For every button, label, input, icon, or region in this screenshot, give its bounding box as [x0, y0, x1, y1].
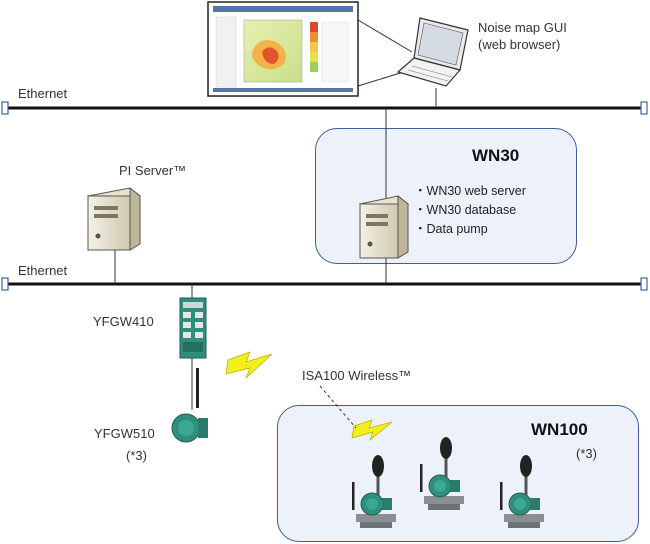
wn100-transmitter-3 [499, 454, 545, 529]
top-ethernet-label: Ethernet [18, 86, 68, 101]
laptop-icon [396, 17, 469, 87]
adapter-note: (*3) [126, 448, 147, 463]
pi-server-label: PI Server™ [119, 163, 187, 178]
adapter-icon [171, 368, 208, 443]
bottom-ethernet-label: Ethernet [18, 263, 68, 278]
wn30-title: WN30 [472, 146, 520, 165]
wn100-note: (*3) [576, 446, 597, 461]
browser-screenshot [207, 1, 359, 97]
bottom-bus-left-end [1, 277, 9, 291]
wn30-item-web-server: WN30 web server [414, 182, 526, 201]
bottom-bus-right-end [640, 277, 648, 291]
top-bus-left-end [1, 101, 9, 115]
wn100-transmitter-1 [351, 454, 397, 529]
top-bus-right-end [640, 101, 648, 115]
gateway-icon [179, 297, 207, 359]
gui-label-line2: (web browser) [478, 37, 561, 52]
wn100-title: WN100 [531, 420, 588, 439]
wn30-feature-list: WN30 web server WN30 database Data pump [414, 182, 526, 239]
wn100-transmitter-2 [419, 436, 465, 511]
wn100-panel [277, 405, 639, 542]
gateway-label: YFGW410 [93, 314, 154, 329]
pi-server-icon [86, 186, 142, 251]
callout-connector [357, 19, 413, 53]
adapter-label: YFGW510 [94, 426, 155, 441]
wn30-item-data-pump: Data pump [414, 220, 526, 239]
lightning-icon [225, 351, 273, 379]
wireless-dashed-link [319, 385, 357, 429]
gui-label-line1: Noise map GUI [478, 20, 567, 35]
wn30-server-icon [358, 194, 410, 259]
lightning-icon-2 [351, 419, 393, 442]
wireless-label: ISA100 Wireless™ [302, 368, 412, 383]
wn30-item-database: WN30 database [414, 201, 526, 220]
